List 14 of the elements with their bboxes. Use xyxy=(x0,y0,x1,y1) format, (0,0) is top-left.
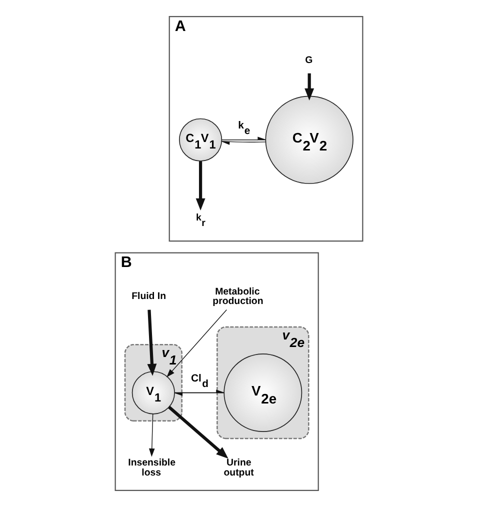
arrow xyxy=(166,309,226,378)
arrow xyxy=(195,161,205,210)
arrow xyxy=(304,73,314,100)
node-text: Insensible loss xyxy=(128,458,176,478)
node-text: Fluid In xyxy=(131,291,166,302)
node-text: G xyxy=(304,54,312,66)
node-text: Metabolic production xyxy=(212,286,263,308)
arrow xyxy=(220,140,266,145)
arrow xyxy=(220,136,266,140)
arrow xyxy=(146,310,156,376)
node-text: Urine output xyxy=(223,458,254,478)
arrow xyxy=(168,406,228,459)
arrow xyxy=(148,414,154,457)
arrow xyxy=(174,392,224,396)
